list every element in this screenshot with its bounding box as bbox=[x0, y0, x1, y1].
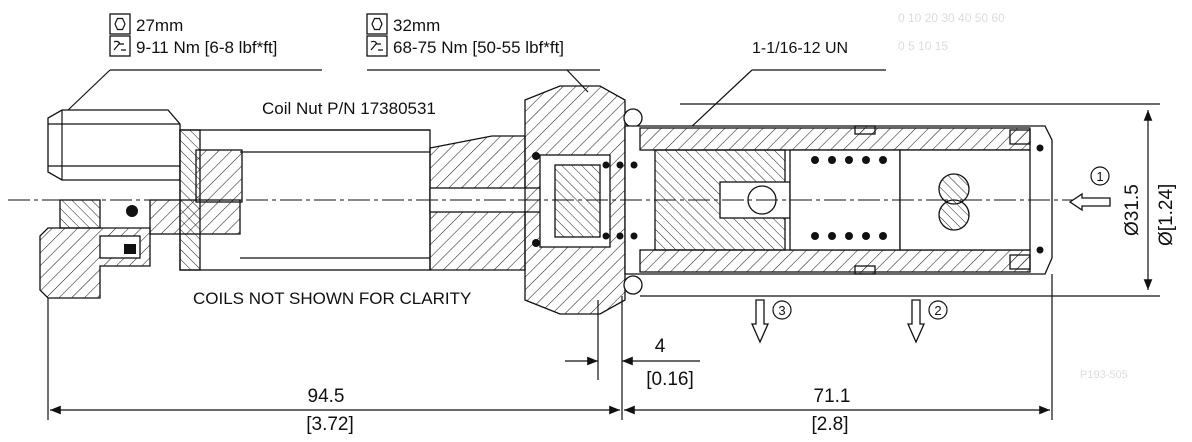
torque-box-1 bbox=[109, 35, 131, 57]
left-length-dimension: 94.5 [3.72] bbox=[50, 386, 620, 435]
thread-annotation: 1-1/16-12 UN bbox=[687, 40, 886, 131]
left-length-in: [3.72] bbox=[306, 414, 354, 435]
nut-inner-upper bbox=[59, 199, 101, 229]
cage-upper-wall bbox=[639, 127, 1031, 151]
torque-box-2 bbox=[366, 35, 388, 57]
hex2-annotation: 32mm 68-75 Nm [50-55 lbf*ft] bbox=[366, 13, 600, 93]
torque-wrench-icon bbox=[113, 40, 126, 51]
spring-coils bbox=[811, 156, 887, 240]
diameter-dimension: Ø31.5 Ø[1.24] bbox=[640, 103, 1177, 297]
cartridge-cross-section bbox=[39, 85, 1053, 315]
hexagon-icon bbox=[371, 17, 383, 31]
faint-scale-bottom: 0 5 10 15 bbox=[898, 39, 948, 53]
cage-lower-wall bbox=[639, 249, 1031, 273]
hex-box-2 bbox=[366, 13, 388, 35]
hex1-torque-label: 9-11 Nm [6-8 lbf*ft] bbox=[136, 38, 277, 57]
gap-in-label: [0.16] bbox=[646, 369, 694, 390]
faint-drawing-code: P193-505 bbox=[1080, 369, 1128, 381]
diameter-mm-label: Ø31.5 bbox=[1122, 184, 1143, 236]
pilot-spring-coils bbox=[602, 161, 638, 240]
port1-label: 1 bbox=[1096, 169, 1103, 184]
o-ring-lower bbox=[623, 275, 643, 295]
tube-section-upper bbox=[195, 149, 243, 203]
right-length-dimension: 71.1 [2.8] bbox=[624, 386, 1050, 435]
o-ring-upper bbox=[623, 108, 643, 128]
port2-label: 2 bbox=[934, 303, 941, 318]
o-ring-bottom-left bbox=[124, 244, 136, 254]
torque-wrench-icon bbox=[370, 40, 383, 51]
right-length-mm: 71.1 bbox=[814, 386, 851, 407]
cross-hole-lower bbox=[938, 199, 970, 231]
tube-section-mid bbox=[149, 199, 241, 235]
port2-circle bbox=[928, 300, 948, 320]
o-ring-top-left bbox=[126, 205, 138, 217]
hex1-annotation: 27mm 9-11 Nm [6-8 lbf*ft] bbox=[65, 13, 322, 113]
hex1-size-label: 27mm bbox=[136, 16, 183, 35]
coils-note: COILS NOT SHOWN FOR CLARITY bbox=[193, 289, 471, 308]
gap-dimension: 4 [0.16] bbox=[565, 336, 700, 390]
hex2-torque-label: 68-75 Nm [50-55 lbf*ft] bbox=[393, 38, 564, 57]
thread-leader-line bbox=[687, 69, 753, 131]
coil-nut-hex bbox=[47, 109, 181, 181]
coil-nut-label: Coil Nut P/N 17380531 bbox=[262, 99, 436, 118]
right-length-in: [2.8] bbox=[812, 414, 849, 435]
port1-circle bbox=[1090, 166, 1110, 186]
hex1-leader-line bbox=[65, 69, 111, 113]
left-length-mm: 94.5 bbox=[308, 386, 345, 407]
port1-flow-arrow: 1 bbox=[1068, 166, 1111, 212]
thread-label: 1-1/16-12 UN bbox=[752, 40, 848, 57]
port2-flow-arrow: 2 bbox=[906, 299, 948, 344]
port3-flow-arrow: 3 bbox=[750, 299, 792, 344]
hex2-size-label: 32mm bbox=[393, 16, 440, 35]
faint-scale-top: 0 10 20 30 40 50 60 bbox=[898, 11, 1005, 25]
hexagon-icon bbox=[114, 17, 126, 31]
gap-mm-label: 4 bbox=[655, 336, 666, 357]
hex-box-1 bbox=[109, 13, 131, 35]
port3-circle bbox=[772, 300, 792, 320]
diameter-in-label: Ø[1.24] bbox=[1156, 184, 1177, 246]
port3-label: 3 bbox=[778, 303, 785, 318]
valve-seat-insert bbox=[554, 164, 601, 238]
